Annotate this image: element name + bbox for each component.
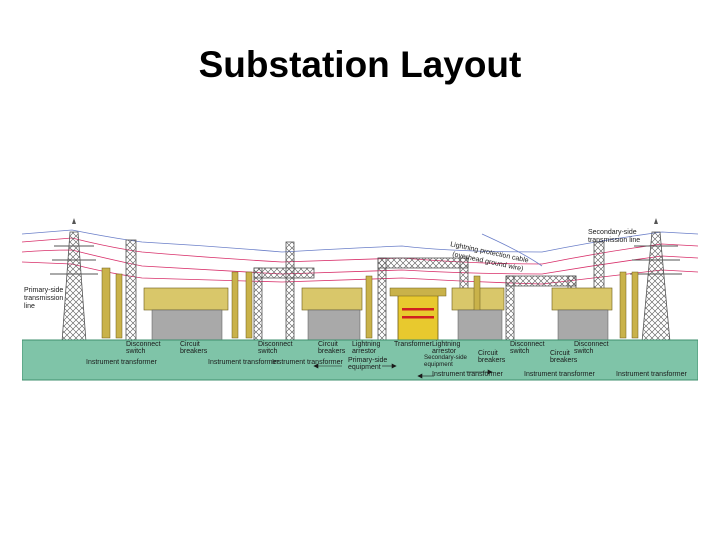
label-instrument-3: Instrument transformer xyxy=(272,359,343,366)
label-breakers-4b: breakers xyxy=(550,357,578,364)
ground-slab xyxy=(22,339,698,381)
label-primary-line-1: Primary-side xyxy=(24,287,63,294)
power-transformer xyxy=(389,287,447,343)
label-primary-line-2: transmission xyxy=(24,295,63,302)
label-primary-line-3: line xyxy=(24,303,35,310)
substation-diagram: Primary-side transmission line Secondary… xyxy=(22,212,698,384)
left-lattice-tower xyxy=(50,218,98,343)
label-breakers-2b: breakers xyxy=(318,348,346,355)
label-primary-equipment-1: Primary-side xyxy=(348,357,387,364)
label-secondary-equipment-2: equipment xyxy=(424,361,453,368)
label-disconnect-2b: switch xyxy=(258,348,278,355)
callout-arrows xyxy=(313,363,493,379)
label-secondary-line-2: transmission line xyxy=(588,237,640,244)
label-disconnect-4a: Disconnect xyxy=(574,341,609,348)
label-arrestor-2b: arrestor xyxy=(432,348,457,355)
label-primary-equipment-2: equipment xyxy=(348,364,381,371)
label-disconnect-3b: switch xyxy=(510,348,530,355)
label-breakers-3a: Circuit xyxy=(478,350,498,357)
label-instrument-6: Instrument transformer xyxy=(616,371,687,378)
label-disconnect-3a: Disconnect xyxy=(510,341,545,348)
label-disconnect-4b: switch xyxy=(574,348,594,355)
label-secondary-line-1: Secondary-side xyxy=(588,229,637,236)
label-disconnect-2a: Disconnect xyxy=(258,341,293,348)
label-arrestor-2a: Lightning xyxy=(432,341,461,348)
label-arrestor-1b: arrestor xyxy=(352,348,377,355)
slide-title: Substation Layout xyxy=(198,44,522,85)
label-instrument-1: Instrument transformer xyxy=(86,359,157,366)
label-breakers-3b: breakers xyxy=(478,357,506,364)
label-instrument-2: Instrument transformer xyxy=(208,359,279,366)
label-breakers-1a: Circuit xyxy=(180,341,200,348)
label-breakers-4a: Circuit xyxy=(550,350,570,357)
label-transformer: Transformer xyxy=(394,341,433,348)
label-arrestor-1a: Lightning xyxy=(352,341,381,348)
label-breakers-1b: breakers xyxy=(180,348,208,355)
label-instrument-4: Instrument transformer xyxy=(432,371,503,378)
label-breakers-2a: Circuit xyxy=(318,341,338,348)
substation-illustration: Primary-side transmission line Secondary… xyxy=(22,218,698,381)
label-instrument-5: Instrument transformer xyxy=(524,371,595,378)
label-disconnect-1b: switch xyxy=(126,348,146,355)
label-disconnect-1a: Disconnect xyxy=(126,341,161,348)
equipment-bays xyxy=(101,267,639,341)
label-secondary-equipment-1: Secondary-side xyxy=(424,354,468,361)
